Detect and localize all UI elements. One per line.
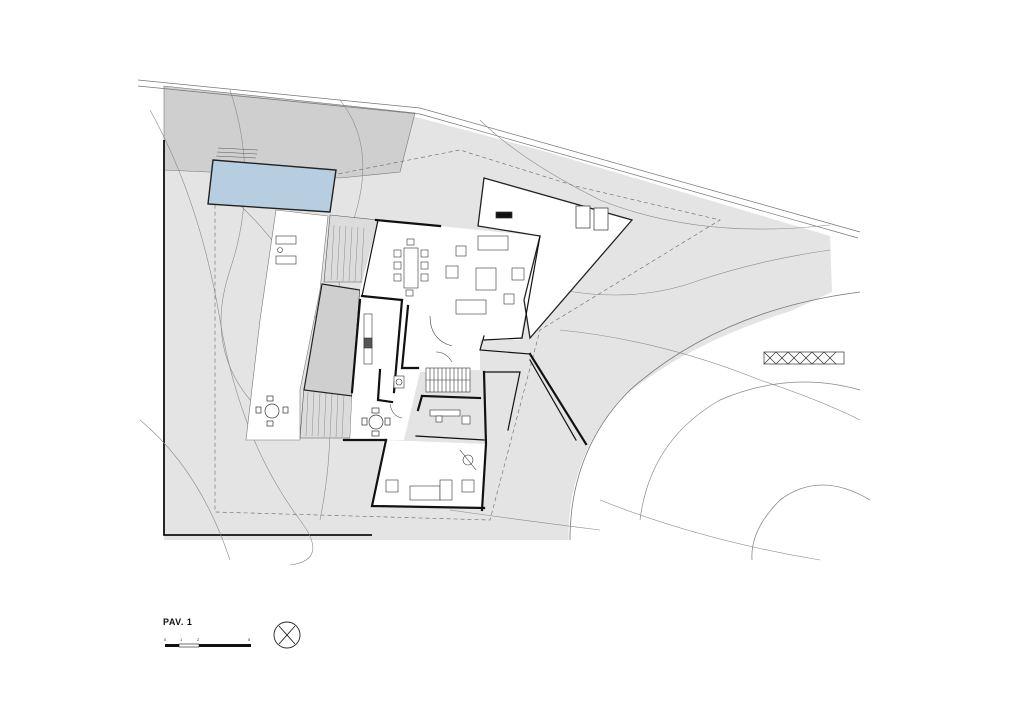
walls	[342, 218, 588, 512]
terrace	[245, 209, 329, 441]
dining-table-icon	[393, 238, 429, 297]
road-line	[639, 381, 861, 521]
office-desk-icon	[429, 409, 471, 425]
door-swings	[389, 315, 453, 419]
pool	[207, 159, 337, 213]
outdoor-table-icon	[255, 395, 289, 427]
scale-tick-2: 2	[197, 637, 200, 642]
road-edge	[137, 79, 861, 233]
driveway	[568, 290, 1024, 560]
roof-outline-dashed	[214, 149, 721, 521]
pool-steps	[215, 147, 259, 159]
entry-pergola-icon	[763, 351, 845, 365]
beds-icon	[495, 205, 609, 231]
drawing-title: PAV. 1	[163, 617, 193, 627]
upper-band	[163, 85, 416, 179]
tv-room-furniture-icon	[385, 449, 477, 501]
bar-scale: 0 1 2 5	[164, 637, 251, 648]
ne-wing	[477, 177, 634, 340]
bistro-table-icon	[361, 407, 391, 437]
driveway-edge	[569, 291, 861, 541]
scale-tick-5: 5	[248, 637, 251, 642]
kitchen-counter-icon	[363, 313, 405, 389]
staircase	[425, 367, 471, 393]
living-room-furniture-icon	[445, 235, 525, 315]
lower-wing	[372, 440, 486, 508]
roundabout	[751, 484, 871, 561]
lounge-chairs-icon	[275, 235, 297, 265]
scale-tick-0: 0	[164, 637, 167, 642]
north-arrow-icon	[273, 621, 301, 649]
scale-tick-1: 1	[180, 637, 183, 642]
lot-boundary	[163, 140, 372, 536]
